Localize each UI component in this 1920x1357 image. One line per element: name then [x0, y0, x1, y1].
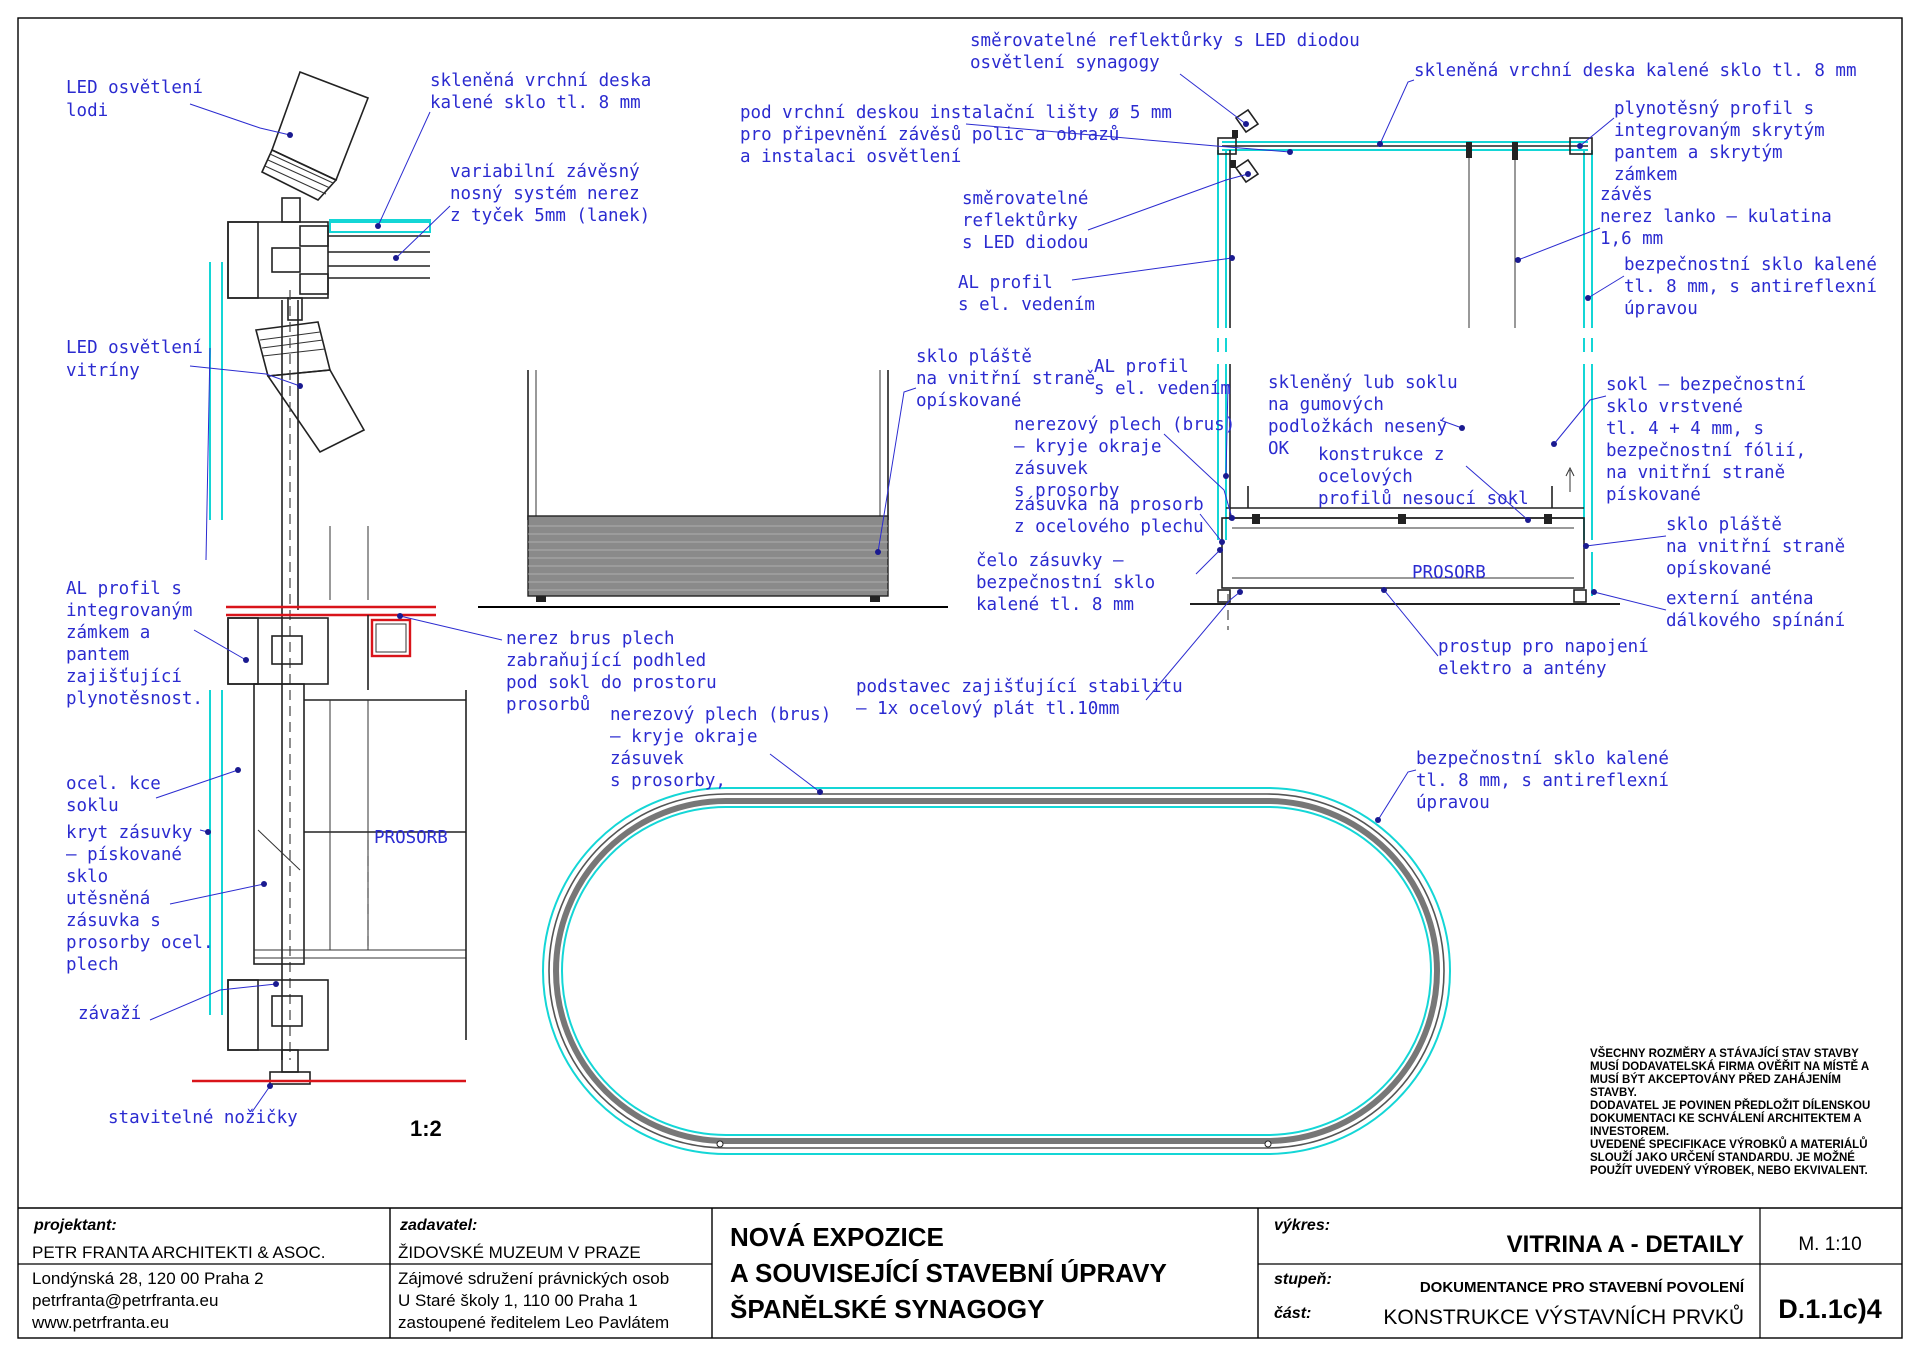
vitrine-section-drawing: PROSORB: [1190, 108, 1620, 630]
drawing-name: VITRINA A - DETAILY: [1507, 1231, 1744, 1258]
label-zavazi: závaží: [78, 1004, 141, 1024]
title-block: projektant: PETR FRANTA ARCHITEKTI & ASO…: [18, 1207, 1902, 1338]
prosorb-tag: PROSORB: [374, 828, 448, 848]
led-lamp-upper: [260, 70, 370, 223]
label-instalacni-listy: pod vrchní deskou instalační lišty ø 5 m…: [740, 103, 1172, 167]
label-nozicky: stavitelné nožičky: [108, 1108, 298, 1128]
projektant-address: Londýnská 28, 120 00 Praha 2 petrfranta@…: [31, 1269, 268, 1332]
zadavatel-caption: zadavatel:: [399, 1217, 477, 1234]
project-title: NOVÁ EXPOZICE A SOUVISEJÍCÍ STAVEBNÍ ÚPR…: [730, 1222, 1174, 1324]
spotlight-inner: [1230, 158, 1260, 184]
cast-value: KONSTRUKCE VÝSTAVNÍCH PRVKŮ: [1383, 1305, 1744, 1329]
al-profile-lower: [192, 979, 466, 1085]
led-lamp-lower: [254, 297, 366, 454]
drawing-number: D.1.1c)4: [1778, 1294, 1882, 1324]
stupen-value: DOKUMENTANCE PRO STAVEBNÍ POVOLENÍ: [1420, 1279, 1745, 1296]
zadavatel-address: Zájmové sdružení právnických osob U Star…: [398, 1269, 674, 1332]
stupen-caption: stupeň:: [1274, 1271, 1332, 1288]
section-detail-drawing: PROSORB: [192, 70, 467, 1085]
sheet-frame: [17, 17, 1903, 1339]
section-scale: 1:2: [410, 1116, 442, 1141]
cast-caption: část:: [1274, 1305, 1311, 1322]
plinth-hatching: [528, 525, 888, 591]
drawing-scale: M. 1:10: [1798, 1234, 1861, 1255]
vykres-caption: výkres:: [1274, 1217, 1330, 1234]
general-notes: VŠECHNY ROZMĚRY A STÁVAJÍCÍ STAV STAVBY …: [1590, 1047, 1874, 1177]
prosorb-tag-right: PROSORB: [1412, 563, 1486, 583]
spotlight-top: [1232, 108, 1260, 138]
projektant-caption: projektant:: [33, 1217, 117, 1234]
al-profile-upper: [227, 219, 431, 299]
label-vrchni-deska: skleněná vrchní deska kalené sklo tl. 8 …: [1414, 61, 1857, 81]
zadavatel-name: ŽIDOVSKÉ MUZEUM V PRAZE: [398, 1243, 641, 1262]
al-profile-middle: [226, 605, 436, 690]
projektant-name: PETR FRANTA ARCHITEKTI & ASOC.: [32, 1243, 325, 1262]
label-podstavec: podstavec zajišťující stabilitu– 1x ocel…: [856, 677, 1183, 719]
